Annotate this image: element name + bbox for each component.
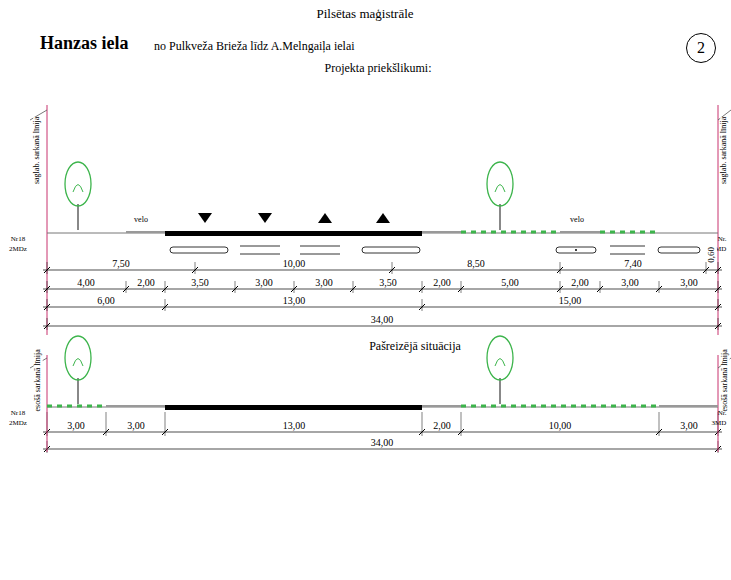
dimension-line xyxy=(43,307,722,308)
section-heading: Pašreizējā situācija xyxy=(369,340,461,353)
building-label: Nr18 xyxy=(11,236,25,244)
sheet-number-circle: 2 xyxy=(686,33,716,63)
red-line-label: saglab. sarkanā līnija xyxy=(721,116,730,183)
dimension-line xyxy=(659,412,660,436)
dimension-line xyxy=(718,318,719,330)
red-line-label: esošā sarkanā līnija xyxy=(721,349,730,411)
dimension: 3,00 xyxy=(680,420,698,431)
dimension-line xyxy=(422,299,423,311)
dimension: 10,00 xyxy=(283,258,306,269)
dimension-line xyxy=(718,281,719,293)
dimension: 8,50 xyxy=(467,258,485,269)
street-name: Hanzas iela xyxy=(40,34,129,54)
dimension: 0,60 xyxy=(707,247,717,263)
dimension-line xyxy=(560,262,561,274)
bike-lane-label: velo xyxy=(570,216,584,225)
dimension: 3,00 xyxy=(127,420,145,431)
dimension-line xyxy=(106,412,107,436)
dimension-line xyxy=(461,412,462,436)
dimension: 3,50 xyxy=(379,277,397,288)
dimension-line xyxy=(43,270,722,271)
dimension: 3,00 xyxy=(621,277,639,288)
dimension-line xyxy=(47,299,48,311)
dimension-line xyxy=(165,281,166,293)
building-label: 2MDz xyxy=(9,420,27,428)
dimension: 2,00 xyxy=(137,277,155,288)
section-heading: Projekta priekšlikumi: xyxy=(325,62,432,75)
dimension: 2,00 xyxy=(433,277,451,288)
dimension-line xyxy=(706,262,707,274)
dimension-line xyxy=(43,326,722,327)
dimension-line xyxy=(43,432,722,433)
dimension-line xyxy=(392,262,393,274)
building-label: Nr. xyxy=(718,236,727,244)
dimension-line xyxy=(47,281,48,293)
dimension-line xyxy=(43,449,722,450)
dimension: 15,00 xyxy=(559,295,582,306)
dimension: 3,00 xyxy=(67,420,85,431)
dimension: 3,00 xyxy=(255,277,273,288)
dimension-line xyxy=(718,262,719,274)
red-line-label: esošā sarkanā līnija xyxy=(34,349,43,411)
bike-lane-label: velo xyxy=(134,216,148,225)
dimension-line xyxy=(422,412,423,436)
dimension-line xyxy=(43,289,722,290)
building-label: Nr18 xyxy=(11,410,25,418)
dimension: 13,00 xyxy=(283,420,306,431)
dimension-line xyxy=(461,281,462,293)
dimension: 3,00 xyxy=(315,277,333,288)
red-line-label: saglab. sarkanā līnija xyxy=(34,116,43,183)
dimension-line xyxy=(560,281,561,293)
dimension-line xyxy=(353,281,354,293)
dimension-line xyxy=(422,281,423,293)
dimension-line xyxy=(47,262,48,274)
dimension-line xyxy=(165,412,166,436)
dimension-line xyxy=(195,262,196,274)
dimension-line xyxy=(47,318,48,330)
building-label: Nr. xyxy=(718,410,727,418)
dimension: 2,00 xyxy=(433,420,451,431)
dimension: 10,00 xyxy=(549,420,572,431)
dimension-line xyxy=(659,281,660,293)
building-label: 3MD xyxy=(712,420,727,428)
dimension: 3,50 xyxy=(191,277,209,288)
dimension-line xyxy=(165,299,166,311)
dimension-line xyxy=(235,281,236,293)
dimension-line xyxy=(600,281,601,293)
sheet-number: 2 xyxy=(697,39,705,57)
building-label: 2MDz xyxy=(9,246,27,254)
dimension: 13,00 xyxy=(283,295,306,306)
dimension: 34,00 xyxy=(371,314,394,325)
dimension: 5,00 xyxy=(501,277,519,288)
dimension: 2,00 xyxy=(571,277,589,288)
street-section: no Pulkveža Brieža līdz A.Melngaiļa iela… xyxy=(154,40,355,53)
dimension-line xyxy=(294,281,295,293)
dimension-line xyxy=(718,299,719,311)
dimension: 4,00 xyxy=(77,277,95,288)
dimension: 6,00 xyxy=(97,295,115,306)
dimension-line xyxy=(126,281,127,293)
diagram-title: Pilsētas maģistrāle xyxy=(316,6,413,22)
dimension: 7,50 xyxy=(112,258,130,269)
dimension: 34,00 xyxy=(371,437,394,448)
dimension: 3,00 xyxy=(680,277,698,288)
dimension: 7,40 xyxy=(624,258,642,269)
